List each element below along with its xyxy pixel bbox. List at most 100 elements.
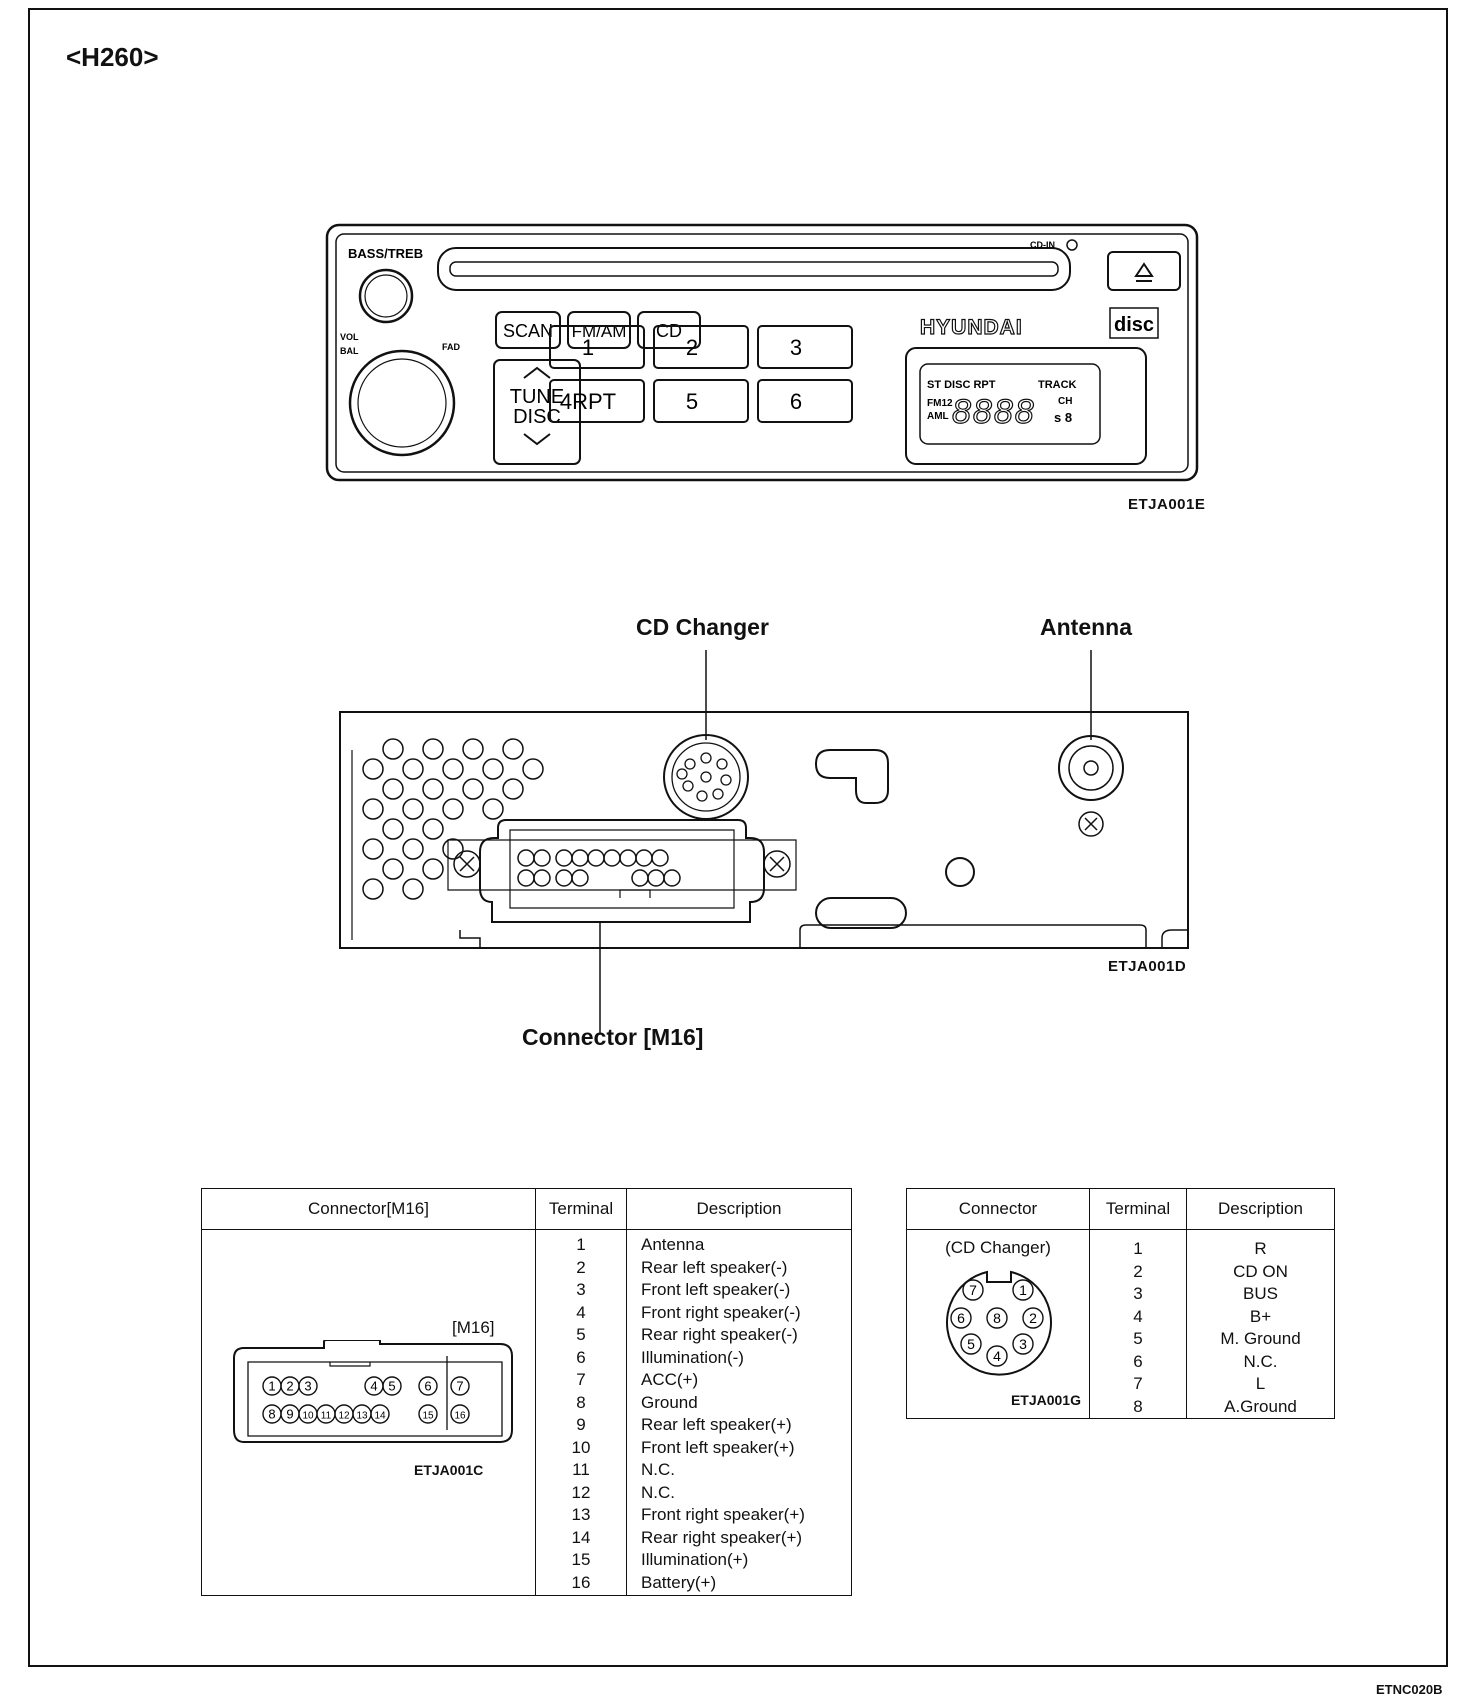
disc-label: DISC	[513, 406, 561, 428]
display-digits: 8888	[952, 393, 1036, 431]
m16-terminal-description: Front left speaker(+)	[641, 1437, 795, 1457]
vent-hole	[422, 738, 444, 760]
vent-hole	[402, 878, 424, 900]
vent-hole	[402, 758, 424, 780]
m16-header-description: Description	[626, 1188, 852, 1230]
cd-terminal-description: M. Ground	[1220, 1329, 1301, 1348]
eject-button[interactable]	[1107, 251, 1181, 291]
m16-pin-label: 16	[454, 1411, 466, 1422]
disc-logo-icon: disc	[1109, 307, 1159, 339]
m16-terminal-description: Front right speaker(+)	[641, 1505, 805, 1524]
svg-text:disc: disc	[1114, 314, 1154, 336]
antenna-jack	[1058, 735, 1124, 837]
m16-pin-label: 7	[456, 1379, 463, 1394]
display-ch-text: CH	[1058, 396, 1072, 407]
bass-treb-knob[interactable]	[358, 268, 414, 324]
head-unit-rear-panel	[339, 650, 1189, 1034]
m16-pin-label: 12	[338, 1411, 350, 1422]
preset-button-1[interactable]: 1	[549, 325, 645, 369]
preset-label-1: 1	[582, 335, 594, 360]
m16-terminal-number: 10	[571, 1437, 591, 1457]
cd-header-description: Description	[1186, 1188, 1335, 1230]
vent-hole	[502, 738, 524, 760]
cd-terminal-number: 5	[1133, 1329, 1143, 1348]
chevron-up-icon	[523, 366, 551, 379]
m16-terminal-number: 7	[576, 1370, 586, 1389]
cd-slot	[437, 247, 1071, 291]
tune-disc-button[interactable]	[493, 359, 581, 465]
m16-figure-code: ETJA001C	[414, 1462, 484, 1478]
m16-terminal-number: 14	[571, 1527, 591, 1547]
head-unit-front-panel: BASS/TREB VOL BAL FAD CD-IN SCAN FM/AM C…	[325, 223, 1199, 482]
m16-terminal-description: Rear left speaker(-)	[641, 1257, 788, 1277]
preset-button-6[interactable]: 6	[757, 379, 853, 423]
vent-hole	[462, 738, 484, 760]
cd-pin-label: 1	[1019, 1282, 1027, 1298]
cd-terminal-description: R	[1254, 1239, 1267, 1258]
m16-pin-label: 5	[388, 1379, 395, 1394]
m16-terminal-description: Illumination(-)	[641, 1347, 744, 1367]
vent-hole	[362, 798, 384, 820]
m16-pin-label: 15	[422, 1411, 434, 1422]
m16-terminal-description: Front right speaker(-)	[641, 1302, 801, 1322]
preset-label-4: 4RPT	[560, 389, 616, 414]
cd-pin-label: 8	[993, 1310, 1001, 1326]
page-title: <H260>	[66, 42, 159, 72]
preset-button-5[interactable]: 5	[653, 379, 749, 423]
preset-button-4[interactable]: 4RPT	[549, 379, 645, 423]
vent-hole	[422, 858, 444, 880]
vent-hole	[362, 878, 384, 900]
cd-terminal-number: 2	[1133, 1261, 1143, 1281]
m16-terminal-number: 2	[576, 1257, 586, 1277]
cd-pin-label: 2	[1029, 1310, 1037, 1326]
m16-connector-tag: [M16]	[452, 1318, 495, 1337]
cd-terminal-number: 1	[1133, 1239, 1143, 1258]
vent-hole	[382, 738, 404, 760]
m16-connector-port	[447, 819, 797, 923]
vent-hole	[442, 838, 464, 860]
preset-label-5: 5	[686, 389, 698, 414]
cd-terminal-description: B+	[1249, 1306, 1272, 1326]
display-screen	[919, 363, 1101, 445]
connector-m16-callout: Connector [M16]	[522, 1024, 704, 1050]
cd-connector-caption: (CD Changer)	[945, 1238, 1051, 1257]
display-bezel	[905, 347, 1147, 465]
m16-pin-label: 8	[268, 1407, 275, 1422]
bal-label: BAL	[340, 346, 359, 356]
volume-knob[interactable]	[348, 349, 456, 457]
scan-button-label: SCAN	[503, 321, 553, 341]
eject-icon	[1134, 262, 1154, 277]
scan-button[interactable]	[495, 311, 561, 349]
fmam-button[interactable]	[567, 311, 631, 349]
cd-changer-jack	[663, 734, 749, 820]
page-frame	[28, 8, 1448, 1667]
tune-label: TUNE	[510, 386, 564, 408]
vent-hole	[362, 758, 384, 780]
cd-pin-label: 3	[1019, 1336, 1027, 1352]
cd-pin-label: 4	[993, 1348, 1001, 1364]
display-small-digits: s 8	[1054, 410, 1072, 425]
hyundai-logo: HYUNDAI	[920, 316, 1023, 339]
head-unit-figure-code: ETJA001E	[1128, 496, 1206, 513]
chevron-down-icon	[523, 433, 551, 446]
vent-hole	[442, 758, 464, 780]
cd-terminal-number: 3	[1133, 1284, 1143, 1303]
cd-button[interactable]	[637, 311, 701, 349]
fmam-button-label: FM/AM	[572, 322, 627, 341]
preset-label-3: 3	[790, 335, 802, 360]
preset-button-2[interactable]: 2	[653, 325, 749, 369]
m16-header-terminal: Terminal	[535, 1188, 627, 1230]
vent-hole	[522, 758, 544, 780]
vent-hole	[402, 838, 424, 860]
m16-terminal-description: Antenna	[641, 1235, 705, 1254]
preset-button-3[interactable]: 3	[757, 325, 853, 369]
ventilation-holes	[362, 738, 544, 900]
cd-terminal-description: A.Ground	[1224, 1396, 1297, 1416]
m16-terminal-number: 16	[571, 1572, 591, 1592]
m16-terminal-description: N.C.	[641, 1482, 675, 1502]
